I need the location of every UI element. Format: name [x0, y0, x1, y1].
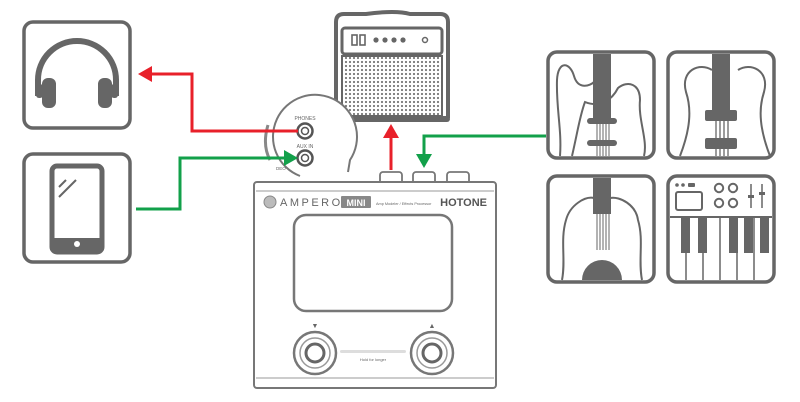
acoustic-guitar-icon	[546, 174, 656, 284]
instrument-input-line	[416, 134, 546, 168]
headphones-icon	[22, 20, 132, 130]
brand-label: AMPERO	[280, 197, 343, 209]
aux-input-line	[136, 150, 298, 211]
hotone-logo: HOTONE	[440, 197, 487, 209]
phones-output-line	[138, 66, 298, 133]
device-subtitle: Amp Modeler / Effects Processor	[376, 202, 432, 206]
jack-callout	[263, 93, 358, 177]
video-jack-label: DEO	[276, 166, 286, 171]
footswitch-up-label: ▲	[429, 323, 436, 330]
amp-output-line	[383, 124, 399, 170]
model-label: MINI	[347, 198, 366, 208]
hold-label: Hold for longer	[360, 357, 387, 362]
ampero-mini-device	[253, 171, 497, 389]
phones-jack-label: PHONES	[294, 116, 316, 122]
footswitch-down-label: ▼	[312, 323, 319, 330]
electric-guitar-icon	[546, 50, 656, 160]
amplifier-icon	[334, 10, 450, 122]
smartphone-icon	[22, 152, 132, 264]
aux-in-jack-label: AUX IN	[297, 144, 314, 150]
keyboard-synth-icon	[666, 174, 776, 284]
bass-guitar-icon	[666, 50, 776, 160]
